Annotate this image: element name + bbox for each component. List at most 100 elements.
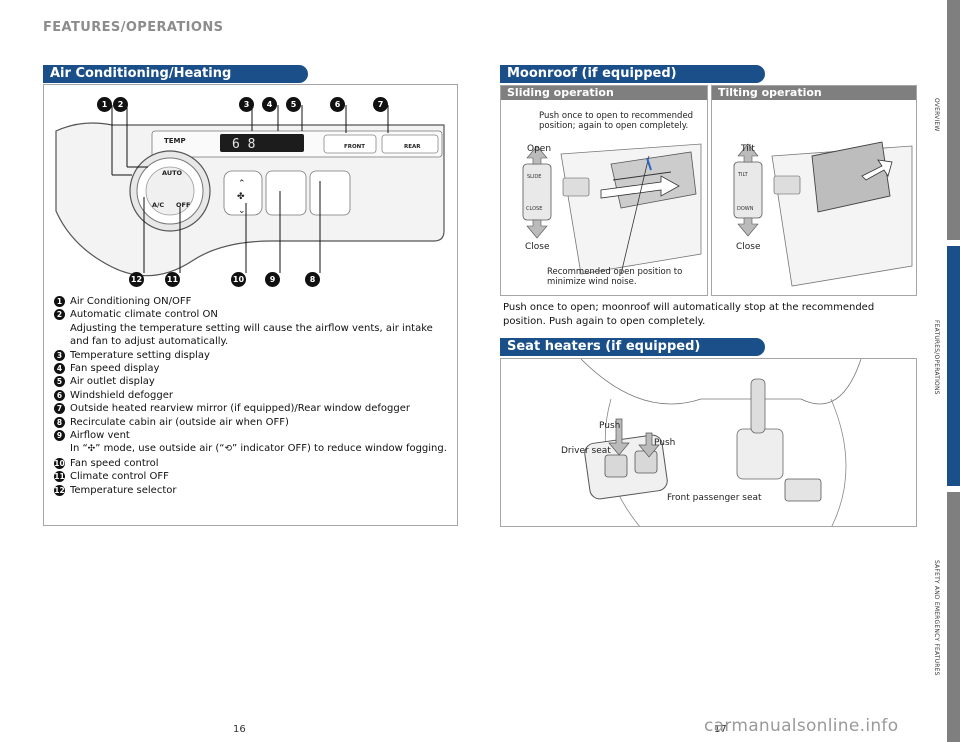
callout-7: 7 — [373, 97, 388, 112]
ac-section-title: Air Conditioning/Heating — [50, 66, 232, 81]
legend-item: 5 Air outlet display — [54, 375, 454, 388]
moonroof-caption: Push once to open; moonroof will automat… — [503, 302, 875, 327]
push-arrow-icon — [638, 432, 660, 458]
tilting-roof-illustration: TILT DOWN — [733, 141, 913, 287]
tilt-switch-label: TILT — [737, 172, 749, 178]
legend-number: 3 — [54, 349, 65, 361]
legend-item: 4 Fan speed display — [54, 362, 454, 375]
auto-button-label: AUTO — [162, 169, 183, 177]
windshield-defogger-button[interactable] — [323, 134, 377, 154]
fan-speed-control-button[interactable] — [223, 170, 263, 216]
recommended-position-note: Recommended open position to minimize wi… — [547, 267, 683, 287]
temp-label: TEMP — [164, 137, 186, 145]
legend-item: 8 Recirculate cabin air (outside air when… — [54, 416, 454, 429]
driver-seat-heater-button[interactable] — [604, 454, 628, 478]
legend-item: 1 Air Conditioning ON/OFF — [54, 295, 454, 308]
legend-text: Climate control OFF — [70, 471, 169, 483]
legend-text: Fan speed control — [70, 457, 159, 469]
ac-legend: 1 Air Conditioning ON/OFF 2 Automatic clim… — [54, 295, 454, 497]
legend-text: Automatic climate control ON — [70, 309, 218, 321]
legend-subtext: Adjusting the temperature setting will c… — [70, 322, 433, 348]
legend-number: 1 — [54, 296, 65, 307]
legend-text: Recirculate cabin air (outside air when … — [70, 416, 289, 428]
legend-number: 6 — [54, 389, 65, 401]
callout-6: 6 — [330, 97, 345, 112]
callout-3: 3 — [239, 97, 254, 112]
recirculate-button[interactable] — [309, 170, 351, 216]
seat-heaters-section-title: Seat heaters (if equipped) — [507, 339, 701, 354]
seat-heaters-section-banner: Seat heaters (if equipped) — [500, 338, 765, 356]
arrow-up-icon — [737, 143, 759, 163]
ac-panel-frame: TEMP 6 8 FRONT REAR AUTO A/C OFF ⌃ ✤ ⌄ — [43, 84, 458, 526]
airflow-vent-icon: ✣ — [87, 444, 96, 455]
rear-defogger-button[interactable] — [381, 134, 439, 154]
legend-text: Windshield defogger — [70, 389, 174, 401]
callout-9: 9 — [265, 272, 280, 287]
legend-text: Air Conditioning ON/OFF — [70, 296, 192, 307]
tilting-close-label: Close — [736, 242, 761, 252]
legend-text: Airflow vent — [70, 430, 130, 442]
legend-item: 12 Temperature selector — [54, 484, 454, 497]
svg-text:⌃: ⌃ — [238, 179, 246, 189]
legend-number: 8 — [54, 416, 65, 428]
ac-button-label: A/C — [152, 201, 164, 209]
airflow-vent-button[interactable] — [265, 170, 307, 216]
ac-section-banner: Air Conditioning/Heating — [43, 65, 308, 83]
legend-number: 12 — [54, 484, 65, 496]
down-switch-label: DOWN — [737, 206, 754, 212]
side-tab-safety-label: SAFETY AND EMERGENCY FEATURES — [933, 560, 940, 676]
callout-10: 10 — [231, 272, 246, 287]
callout-4: 4 — [262, 97, 277, 112]
moonroof-section-banner: Moonroof (if equipped) — [500, 65, 765, 83]
temperature-selector-knob[interactable] — [145, 166, 195, 216]
seat-heater-illustration — [580, 359, 862, 526]
legend-text: Fan speed display — [70, 363, 160, 375]
moonroof-section-title: Moonroof (if equipped) — [507, 66, 677, 81]
off-button-label: OFF — [176, 201, 190, 209]
svg-text:✤: ✤ — [237, 192, 245, 202]
sliding-open-label: Open — [527, 144, 552, 154]
recirculate-icon: ⟲ — [224, 444, 233, 455]
push-label-passenger: Push — [654, 438, 676, 448]
front-passenger-seat-label: Front passenger seat — [667, 493, 762, 503]
legend-number: 9 — [54, 430, 65, 442]
slide-switch-label: SLIDE — [527, 174, 541, 180]
side-tab-features-operations[interactable] — [947, 246, 960, 486]
push-arrow-icon — [608, 418, 630, 456]
page-section-title: FEATURES/OPERATIONS — [43, 20, 224, 35]
push-label-driver: Push — [599, 421, 621, 431]
legend-text: Air outlet display — [70, 376, 155, 388]
callout-1: 1 — [97, 97, 112, 112]
legend-number: 4 — [54, 363, 65, 375]
climate-control-illustration: TEMP 6 8 FRONT REAR AUTO A/C OFF ⌃ ✤ ⌄ — [55, 105, 445, 277]
driver-seat-label: Driver seat — [561, 446, 611, 456]
arrow-up-icon — [526, 145, 548, 165]
legend-subtext-part: In “ — [70, 443, 88, 455]
legend-item: 6 Windshield defogger — [54, 389, 454, 402]
svg-text:⌄: ⌄ — [238, 206, 246, 216]
page-number-right: 17 — [714, 724, 727, 735]
side-tab-safety[interactable] — [947, 492, 960, 742]
tilting-operation-heading: Tilting operation — [712, 86, 916, 100]
temperature-display-value: 6 8 — [232, 137, 255, 152]
legend-number: 5 — [54, 376, 65, 388]
legend-item: 3 Temperature setting display — [54, 349, 454, 362]
legend-number: 2 — [54, 309, 65, 321]
sliding-operation-heading: Sliding operation — [501, 86, 707, 100]
close-switch-label: CLOSE — [526, 206, 542, 212]
tilt-arrow-icon — [861, 159, 893, 181]
passenger-seat-heater-button[interactable] — [634, 450, 658, 474]
rear-button-label: REAR — [404, 144, 421, 150]
callout-5: 5 — [286, 97, 301, 112]
page-number-left: 16 — [233, 724, 246, 735]
legend-text: Temperature setting display — [70, 349, 210, 361]
legend-text: Temperature selector — [70, 484, 177, 496]
legend-subtext-part: ” indicator OFF) to reduce window foggin… — [232, 443, 447, 455]
side-tab-overview[interactable] — [947, 0, 960, 240]
callout-11: 11 — [165, 272, 180, 287]
tilting-operation-panel: Tilting operation TILT DOWN Tilt Close — [711, 85, 917, 296]
